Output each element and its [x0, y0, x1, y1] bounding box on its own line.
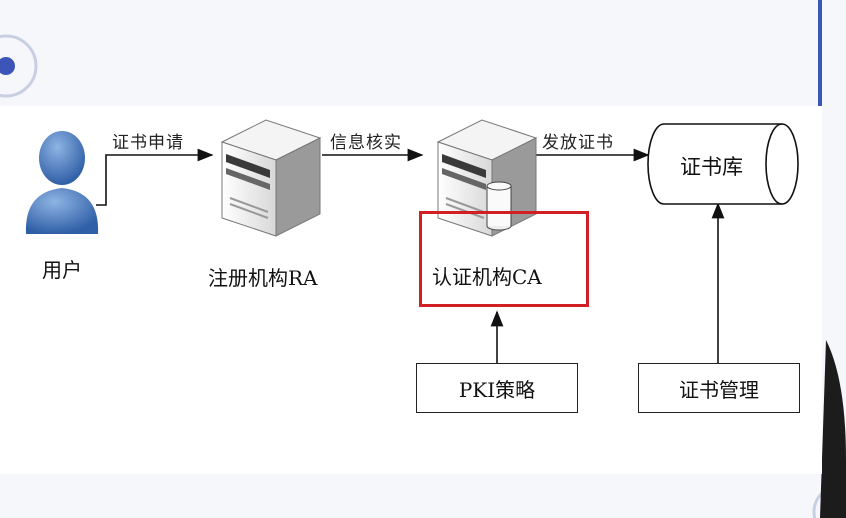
- ca-highlight-box: [419, 211, 589, 307]
- node-ca-label: 认证机构CA: [432, 265, 542, 289]
- edge-user-to-ra: [96, 148, 214, 206]
- edge-label-certificate-request: 证书申请: [112, 133, 184, 153]
- node-user-label: 用户: [42, 258, 82, 282]
- edge-label-issue-certificate: 发放证书: [542, 133, 614, 153]
- node-pki-policy: PKI策略: [416, 363, 578, 413]
- user-icon: [25, 131, 99, 234]
- node-ra-label: 注册机构RA: [208, 266, 318, 290]
- database-icon: [486, 181, 512, 231]
- certificate-repository-shape: [647, 123, 799, 205]
- server-icon: [220, 119, 322, 237]
- edge-label-info-verification: 信息核实: [330, 133, 402, 153]
- node-repository-label: 证书库: [680, 155, 743, 179]
- node-certificate-management: 证书管理: [638, 363, 800, 413]
